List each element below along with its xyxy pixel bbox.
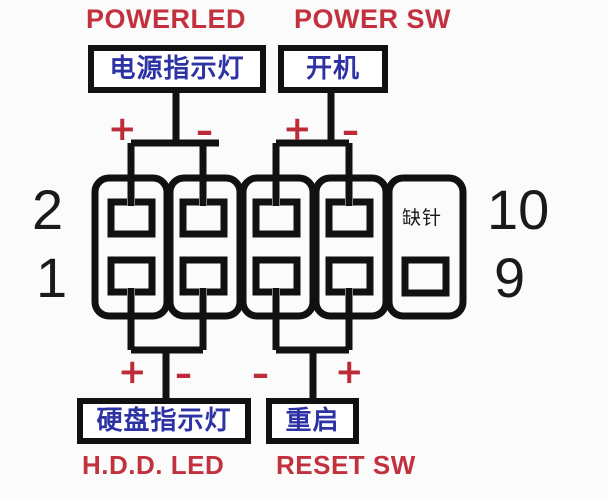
polarity-sign-reset-sw-minus: – (252, 354, 269, 394)
label-box-power-led: 电源指示灯 (88, 45, 266, 93)
pin-hole-8 (325, 198, 374, 238)
pin-hole-5 (252, 256, 301, 296)
wire-hdd-led (127, 288, 207, 398)
label-box-power-sw: 开机 (278, 45, 388, 93)
label-box-reset-sw: 重启 (266, 398, 359, 444)
pin-hole-9 (401, 256, 450, 297)
pin-number-bottom-left: 1 (36, 246, 68, 309)
pin-hole-4 (179, 198, 228, 238)
polarity-sign-hdd-led-minus: – (175, 354, 192, 394)
polarity-sign-power-sw-minus: – (342, 111, 359, 151)
pin-number-bottom-right: 9 (494, 246, 526, 309)
polarity-sign-power-sw-plus: + (283, 109, 312, 149)
pin-number-top-left: 2 (32, 178, 64, 241)
pin-hole-2 (107, 198, 156, 238)
pin-holes-bottom-row (107, 256, 450, 297)
label-box-power-led-text: 电源指示灯 (109, 54, 245, 84)
wire-power-sw (272, 93, 353, 206)
label-box-hdd-led: 硬盘指示灯 (77, 398, 251, 444)
polarity-sign-power-led-minus: – (196, 111, 213, 151)
pin-hole-7 (325, 256, 374, 296)
header-reset-sw: RESET SW (276, 450, 416, 480)
header-power-sw: POWER SW (294, 4, 451, 34)
pin-number-top-right: 10 (487, 178, 550, 241)
polarity-sign-reset-sw-plus: + (335, 352, 364, 392)
pin-holes-top-row (107, 198, 374, 238)
wire-power-led (127, 93, 219, 206)
pin-hole-3 (179, 256, 228, 296)
label-box-hdd-led-text: 硬盘指示灯 (96, 406, 232, 436)
missing-pin-label: 缺针 (402, 207, 443, 229)
label-box-reset-sw-text: 重启 (285, 406, 340, 436)
label-box-power-sw-text: 开机 (305, 54, 360, 84)
header-hdd-led: H.D.D. LED (82, 450, 225, 480)
connector-cell-5 (385, 174, 467, 320)
pin-hole-1 (107, 256, 156, 296)
polarity-sign-power-led-plus: + (108, 109, 137, 149)
wire-reset-sw (272, 288, 353, 398)
polarity-sign-hdd-led-plus: + (118, 352, 147, 392)
header-power-led: POWERLED (86, 4, 247, 34)
pin-hole-6 (252, 198, 301, 238)
